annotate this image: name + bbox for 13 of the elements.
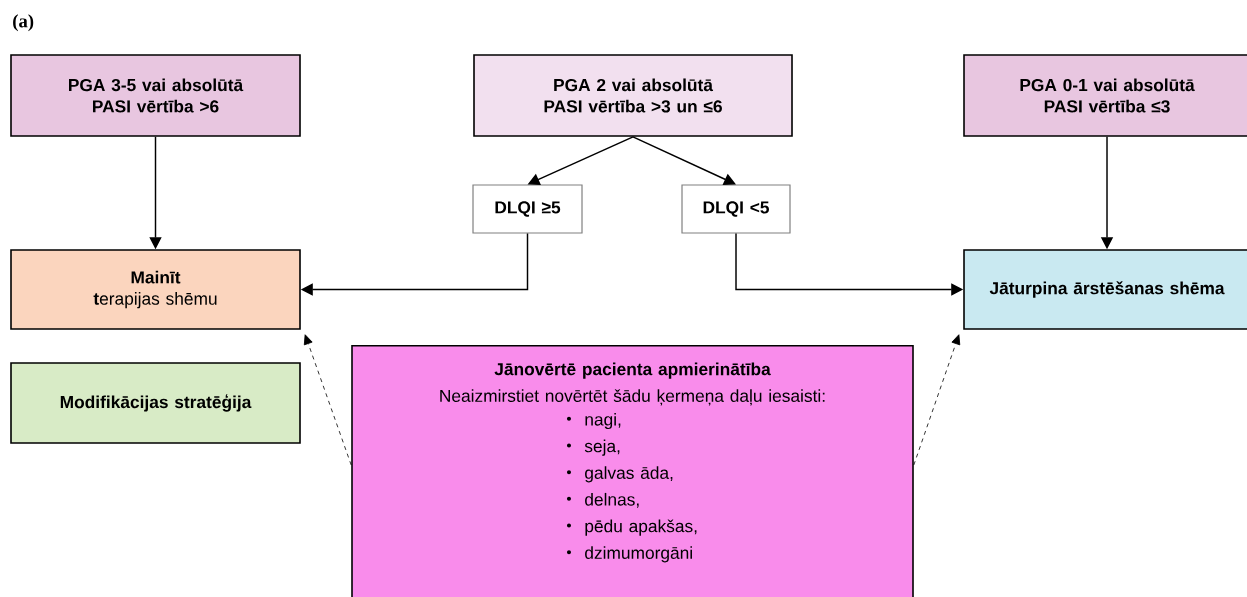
note-box: Jānovērtē pacienta apmierinātība Neaizmirstiet novērtēt šādu ķermeņa daļu iesaisti: nagi, seja, galvas āda, delnas, pēdu apakšas, dzimumorgāni	[351, 345, 914, 597]
condition-box: PGA 2 vai absolūtā PASI vērtība >3 un ≤6	[473, 54, 793, 137]
dashed-arrow	[913, 334, 961, 466]
score-box: DLQI ≥5	[472, 184, 583, 234]
action-box: Mainīt terapijas shēmu	[10, 249, 301, 330]
action-box: Jāturpina ārstēšanas shēma	[963, 249, 1247, 330]
panel-label: (a)	[13, 14, 34, 32]
condition-box: PGA 0-1 vai absolūtā PASI vērtība ≤3	[963, 54, 1247, 137]
strategy-box: Modifikācijas stratēģija	[10, 362, 301, 444]
arrow	[632, 136, 736, 185]
condition-box: PGA 3-5 vai absolūtā PASI vērtība >6	[10, 54, 301, 137]
score-box: DLQI <5	[681, 184, 791, 234]
dashed-arrow	[303, 334, 352, 466]
